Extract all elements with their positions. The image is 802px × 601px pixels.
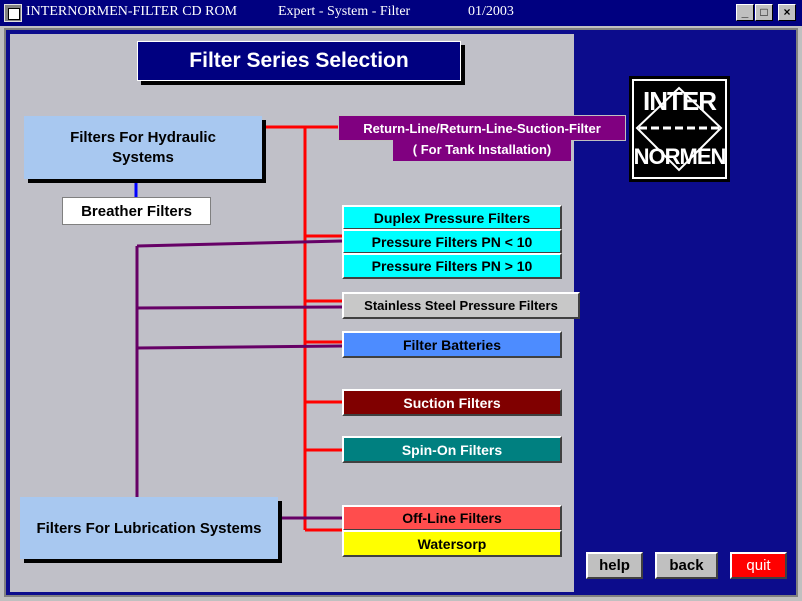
return-line-filter-button[interactable]: Return-Line/Return-Line-Suction-Filter	[338, 115, 626, 141]
maximize-button[interactable]: □	[755, 4, 773, 21]
back-button[interactable]: back	[655, 552, 718, 579]
close-button[interactable]: ×	[778, 4, 796, 21]
off-line-filters-button[interactable]: Off-Line Filters	[342, 505, 562, 531]
pressure-filters-low-button[interactable]: Pressure Filters PN < 10	[342, 229, 562, 254]
title-bar: INTERNORMEN-FILTER CD ROM Expert - Syste…	[0, 0, 802, 26]
help-button[interactable]: help	[586, 552, 643, 579]
tank-installation-label[interactable]: ( For Tank Installation)	[393, 137, 571, 161]
lubrication-systems-button[interactable]: Filters For Lubrication Systems	[20, 497, 278, 559]
filter-batteries-button[interactable]: Filter Batteries	[342, 331, 562, 358]
pressure-filters-high-button[interactable]: Pressure Filters PN > 10	[342, 253, 562, 279]
app-icon[interactable]	[4, 4, 22, 22]
logo-text-inter: INTER	[643, 86, 717, 116]
app-title: INTERNORMEN-FILTER CD ROM	[26, 4, 238, 19]
logo-text-normen: NORMEN	[633, 144, 727, 169]
internormen-logo: INTER NORMEN	[629, 76, 730, 182]
quit-button[interactable]: quit	[730, 552, 787, 579]
duplex-pressure-filters-button[interactable]: Duplex Pressure Filters	[342, 205, 562, 230]
page-title: Filter Series Selection	[137, 41, 461, 81]
minimize-button[interactable]: _	[736, 4, 754, 21]
logo-graphic	[632, 79, 727, 179]
spin-on-filters-button[interactable]: Spin-On Filters	[342, 436, 562, 463]
watersorp-button[interactable]: Watersorp	[342, 530, 562, 557]
suction-filters-button[interactable]: Suction Filters	[342, 389, 562, 416]
stainless-steel-filters-button[interactable]: Stainless Steel Pressure Filters	[342, 292, 580, 319]
app-subtitle: Expert - System - Filter	[278, 4, 411, 19]
breather-filters-button[interactable]: Breather Filters	[62, 197, 211, 225]
app-date: 01/2003	[468, 4, 514, 19]
hydraulic-systems-button[interactable]: Filters For Hydraulic Systems	[24, 116, 262, 179]
